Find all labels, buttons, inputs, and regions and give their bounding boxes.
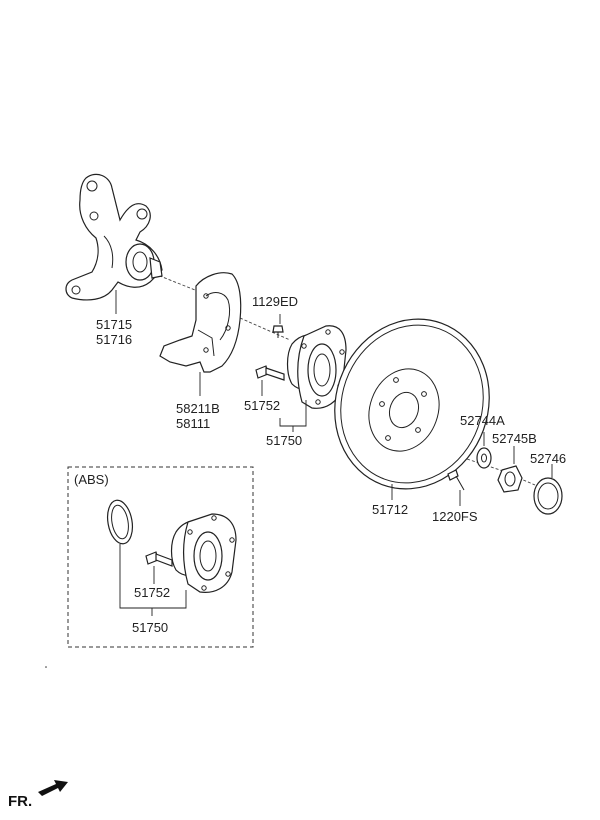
front-direction-arrow-icon [38, 780, 68, 796]
label-51715: 51715 [96, 317, 132, 332]
label-1129ED: 1129ED [252, 294, 298, 309]
wheel-bolt-abs [145, 551, 173, 567]
hub-abs-bracket [119, 544, 187, 616]
nut-52745B [497, 465, 523, 493]
brake-disc [334, 318, 490, 490]
hub-top-bracket [279, 400, 307, 432]
dust-shield [159, 272, 242, 373]
stray-dot [45, 666, 47, 668]
label-52746: 52746 [530, 451, 566, 466]
label-51750-abs: 51750 [132, 620, 168, 635]
abs-variant-box [67, 466, 254, 648]
label-51716: 51716 [96, 332, 132, 347]
label-58211B: 58211B [176, 401, 220, 416]
label-51752-abs: 51752 [134, 585, 170, 600]
abs-tone-ring [106, 499, 134, 545]
label-51712: 51712 [372, 502, 408, 517]
front-direction-label: FR. [8, 793, 32, 810]
label-52745B: 52745B [492, 431, 537, 446]
assembly-axis-line [149, 271, 536, 486]
hub-assembly-abs [170, 513, 237, 593]
label-58111: 58111 [176, 416, 210, 431]
cap-52746 [533, 477, 563, 515]
label-51750-top: 51750 [266, 433, 302, 448]
abs-box-title: (ABS) [74, 472, 109, 487]
hub-assembly-top [286, 325, 347, 409]
label-1220FS: 1220FS [432, 509, 478, 524]
wheel-bolt-top [255, 365, 285, 381]
label-52744A: 52744A [460, 413, 505, 428]
bolt-1129ED [272, 325, 284, 338]
steering-knuckle [65, 173, 163, 301]
label-51752-top: 51752 [244, 398, 280, 413]
screw-1220FS [447, 469, 465, 491]
washer-52744A [476, 447, 492, 469]
